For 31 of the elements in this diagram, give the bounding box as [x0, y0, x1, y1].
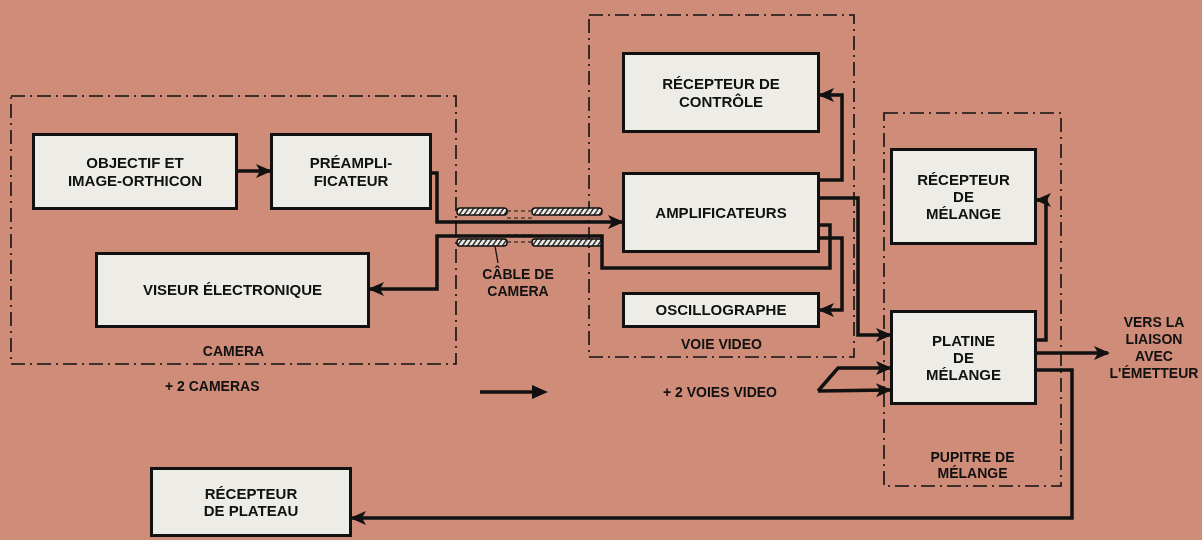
group-label: VOIE VIDEO: [680, 336, 763, 352]
signal-arrow: [350, 368, 1074, 525]
process-box: OBJECTIF ET IMAGE-ORTHICON: [32, 133, 238, 210]
signal-arrow: [368, 223, 832, 296]
signal-arrow: [818, 236, 844, 317]
note-label: + 2 CAMERAS: [165, 378, 260, 394]
text-label: CÂBLE DE CAMERA: [462, 263, 574, 303]
process-box: OSCILLOGRAPHE: [622, 292, 820, 328]
process-box: RÉCEPTEUR DE CONTRÔLE: [622, 52, 820, 133]
group-label: CAMERA: [201, 343, 266, 359]
signal-arrow: [816, 361, 892, 393]
process-box: PLATINE DE MÉLANGE: [890, 310, 1037, 405]
group-label: PUPITRE DE MÉLANGE: [929, 449, 1016, 481]
text-label: + 2 VOIES VIDEO: [622, 380, 818, 404]
signal-arrow: [1035, 193, 1051, 342]
signal-arrow: [820, 196, 892, 342]
group-frame: [10, 95, 457, 365]
signal-arrow: [818, 88, 844, 182]
signal-arrow: [238, 164, 272, 178]
process-box: AMPLIFICATEURS: [622, 172, 820, 253]
process-box: RÉCEPTEUR DE MÉLANGE: [890, 148, 1037, 245]
signal-arrow: [1037, 346, 1110, 360]
signal-arrow: [817, 383, 892, 398]
process-box: VISEUR ÉLECTRONIQUE: [95, 252, 370, 328]
group-frame: [883, 112, 1062, 487]
process-box: PRÉAMPLI- FICATEUR: [270, 133, 432, 210]
leader-line: [494, 245, 499, 264]
signal-arrow: [432, 171, 624, 229]
group-frame: [588, 14, 855, 358]
process-box: RÉCEPTEUR DE PLATEAU: [150, 467, 352, 537]
text-label: VERS LA LIAISON AVEC L'ÉMETTEUR: [1108, 296, 1200, 400]
